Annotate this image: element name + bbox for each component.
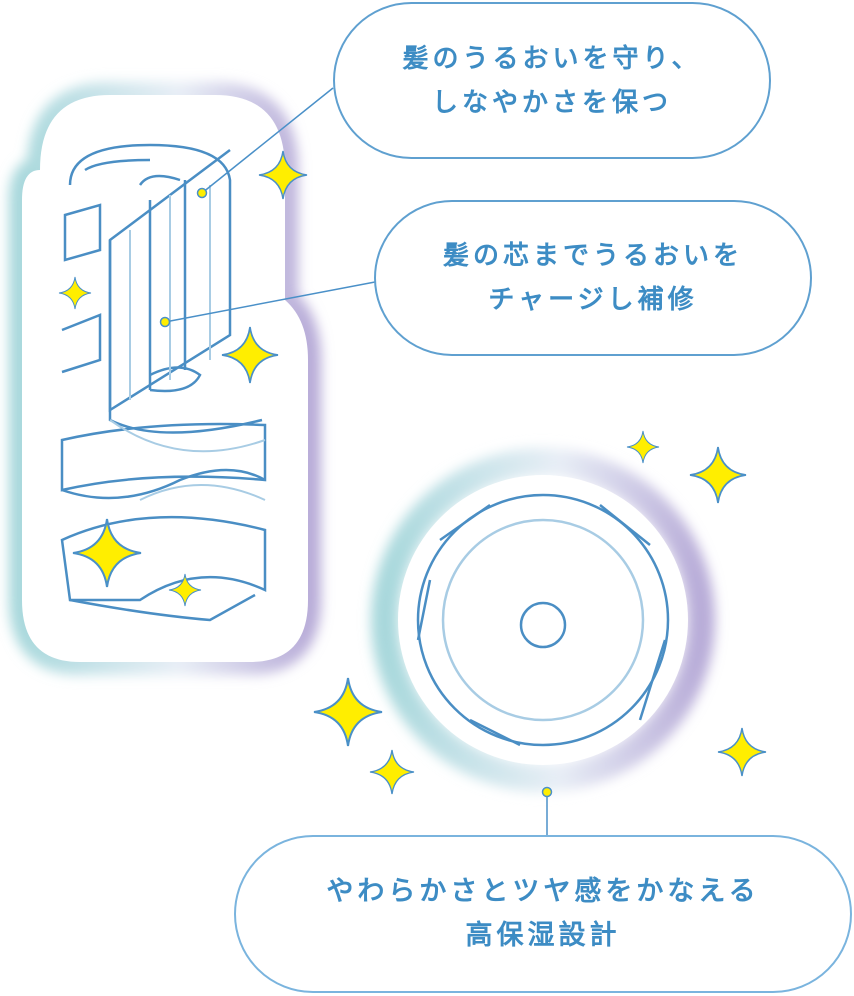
leader-lines [159, 87, 553, 836]
callout-line: チャージし補修 [488, 285, 698, 315]
callout-line: 髪のうるおいを守り、 [402, 43, 702, 74]
callout-core-repair: 髪の芯までうるおいを チャージし補修 [374, 200, 812, 356]
hair-strand-illustration [9, 82, 321, 675]
callout-moisture-protect: 髪のうるおいを守り、 しなやかさを保つ [333, 2, 771, 159]
callout-line: 高保湿設計 [465, 920, 621, 951]
callout-high-moisture: やわらかさとツヤ感をかなえる 高保湿設計 [234, 835, 852, 993]
cross-section-illustration [371, 448, 715, 792]
callout-line: 髪の芯までうるおいを [442, 241, 743, 271]
callout-line: しなやかさを保つ [431, 87, 672, 118]
callout-line: やわらかさとツヤ感をかなえる [326, 876, 760, 907]
